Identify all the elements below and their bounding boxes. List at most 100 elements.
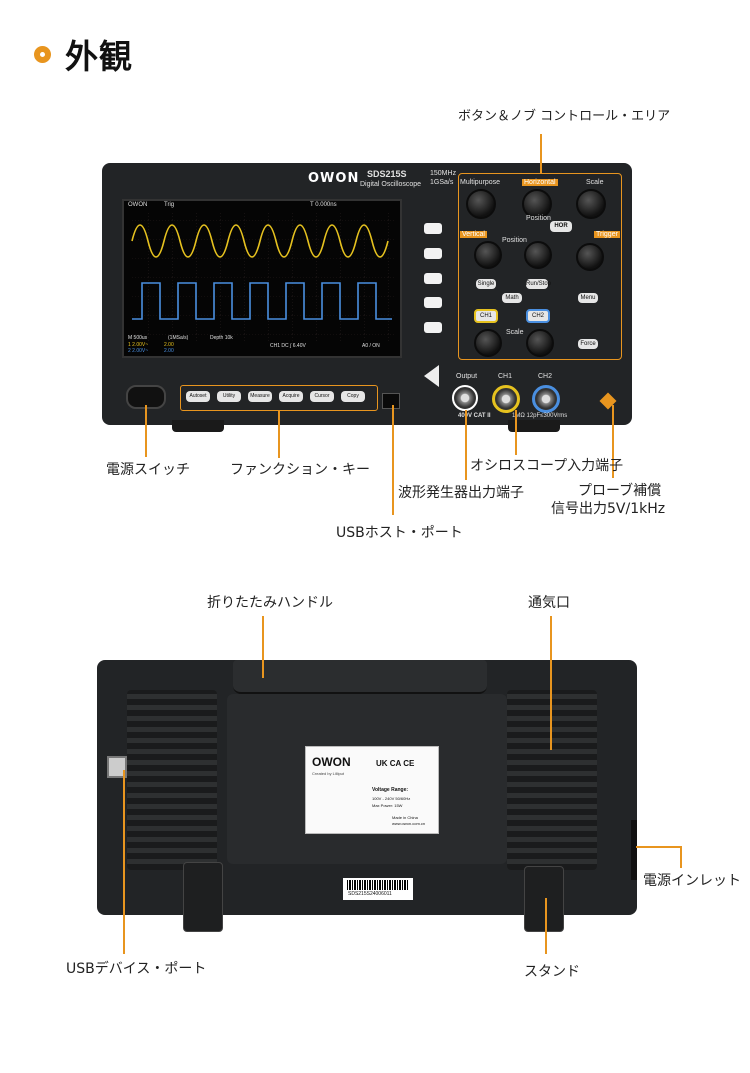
trigger-label: Trigger (594, 231, 620, 238)
callout-line-usbhost (392, 405, 394, 515)
function-key-copy[interactable]: Copy (341, 391, 365, 402)
ch2-input-bnc[interactable] (532, 385, 560, 413)
model-name: SDS215S (367, 169, 407, 179)
screen-sample: (1MSa/s) (168, 335, 189, 341)
function-key-cursor[interactable]: Cursor (310, 391, 334, 402)
callout-line-stand (545, 898, 547, 954)
in-ch2-label: CH2 (538, 373, 553, 380)
multipurpose-knob[interactable] (466, 189, 496, 219)
serial-number: SDS215S24006011 (348, 891, 392, 897)
input-rating: 400V CAT II (458, 413, 491, 419)
ch1-input-bnc[interactable] (492, 385, 520, 413)
screen-timebase: M 500us (128, 335, 148, 341)
trigger-level-knob[interactable] (576, 243, 604, 271)
scale-top-label: Scale (586, 179, 604, 186)
page-title: 外観 (65, 37, 133, 76)
section-heading: 外観 (34, 30, 133, 78)
rear-marks: UK CA CE (376, 759, 415, 768)
force-button[interactable]: Force (578, 339, 598, 349)
usb-device-port[interactable] (107, 756, 127, 778)
horizontal-scale-knob[interactable] (576, 189, 606, 219)
scale-v-label: Scale (506, 329, 524, 336)
horizontal-position-knob[interactable] (522, 189, 552, 219)
awg-output-bnc[interactable] (452, 385, 478, 411)
single-button[interactable]: Single (476, 279, 496, 289)
ch1-position-knob[interactable] (474, 241, 502, 269)
label-probe-comp-1: プローブ補償 (578, 483, 662, 499)
serial-sticker: SDS215S24006011 (343, 878, 413, 900)
waveform-display (131, 213, 394, 341)
stand-left[interactable] (183, 862, 223, 932)
softkey-1[interactable] (424, 223, 442, 234)
function-key-measure[interactable]: Measure (248, 391, 272, 402)
label-function-keys: ファンクション・キー (230, 462, 370, 478)
spec-rate: 1GSa/s (430, 179, 454, 186)
menu-button[interactable]: Menu (578, 293, 598, 303)
label-scope-input: オシロスコープ入力端子 (470, 458, 624, 474)
position-v-label: Position (502, 237, 527, 244)
lcd-screen: OWON Trig T 0.000ns M 500us (1MSa/s) Dep… (122, 199, 402, 358)
barcode (347, 880, 409, 890)
label-power-switch: 電源スイッチ (106, 462, 190, 478)
softkey-4[interactable] (424, 297, 442, 308)
brand-logo: OWON (308, 171, 360, 186)
bullet-circle-icon (34, 45, 51, 63)
softkey-3[interactable] (424, 273, 442, 284)
ch1-button[interactable]: CH1 (474, 309, 498, 323)
label-usb-host: USBホスト・ポート (336, 525, 463, 541)
horizontal-label: Horizontal (522, 179, 558, 186)
function-key-utility[interactable]: Utility (217, 391, 241, 402)
stand-right[interactable] (524, 866, 564, 932)
arrow-left-icon (424, 365, 439, 387)
folding-handle[interactable] (233, 660, 487, 694)
callout-line-power (145, 405, 147, 457)
label-stand: スタンド (524, 964, 580, 980)
screen-status: A0 / ON (362, 343, 380, 349)
usb-host-port[interactable] (382, 393, 400, 409)
rear-power: Max Power: 15W (372, 803, 403, 808)
screen-brand: OWON (128, 202, 148, 208)
screen-ch2-val: 2.00 (164, 348, 174, 354)
callout-line-probe (612, 405, 614, 478)
screen-trig: Trig (164, 202, 175, 208)
math-button[interactable]: Math (502, 293, 522, 303)
callout-line-handle (262, 616, 264, 678)
rear-voltage-label: Voltage Range: (372, 787, 409, 793)
label-usb-device: USBデバイス・ポート (66, 961, 207, 977)
screen-ch1-scale: 1 2.00V~ (128, 342, 149, 348)
position-h-label: Position (526, 215, 551, 222)
function-key-autoset[interactable]: Autoset (186, 391, 210, 402)
multipurpose-label: Multipurpose (460, 179, 501, 186)
ch2-button[interactable]: CH2 (526, 309, 550, 323)
label-probe-comp-2: 信号出力5V/1kHz (551, 501, 666, 517)
ch1-scale-knob[interactable] (474, 329, 502, 357)
oscilloscope-rear: OWON Created by Lilliput UK CA CE Voltag… (97, 660, 637, 915)
ch2-position-knob[interactable] (524, 241, 552, 269)
vertical-label: Vertical (460, 231, 487, 238)
callout-line-vent (550, 616, 552, 750)
callout-line-inlet-v (680, 846, 682, 868)
hor-button[interactable]: HOR (550, 221, 572, 232)
vent-grill-right (507, 690, 597, 870)
callout-line-fkeys (278, 410, 280, 458)
function-key-acquire[interactable]: Acquire (279, 391, 303, 402)
output-label: Output (456, 373, 478, 380)
label-handle: 折りたたみハンドル (207, 595, 333, 611)
rear-brand: OWON (312, 755, 351, 769)
run-stop-button[interactable]: Run/Stop (526, 279, 552, 289)
power-inlet[interactable] (631, 820, 637, 880)
callout-line-awg (465, 410, 467, 480)
softkey-5[interactable] (424, 322, 442, 333)
label-vent: 通気口 (528, 595, 570, 611)
vent-grill-left (127, 690, 217, 870)
rear-brand-sub: Created by Lilliput (312, 771, 345, 776)
screen-time: T 0.000ns (310, 202, 337, 208)
label-power-inlet: 電源インレット (643, 873, 741, 889)
rear-website: www.owon.com.cn (392, 821, 426, 826)
ch2-scale-knob[interactable] (526, 329, 554, 357)
model-desc: Digital Oscilloscope (360, 181, 422, 188)
softkey-2[interactable] (424, 248, 442, 259)
callout-line-usbdev (123, 770, 125, 954)
screen-trigger-info: CH1 DC ∫ 6.40V (270, 343, 306, 349)
in-ch1-label: CH1 (498, 373, 513, 380)
